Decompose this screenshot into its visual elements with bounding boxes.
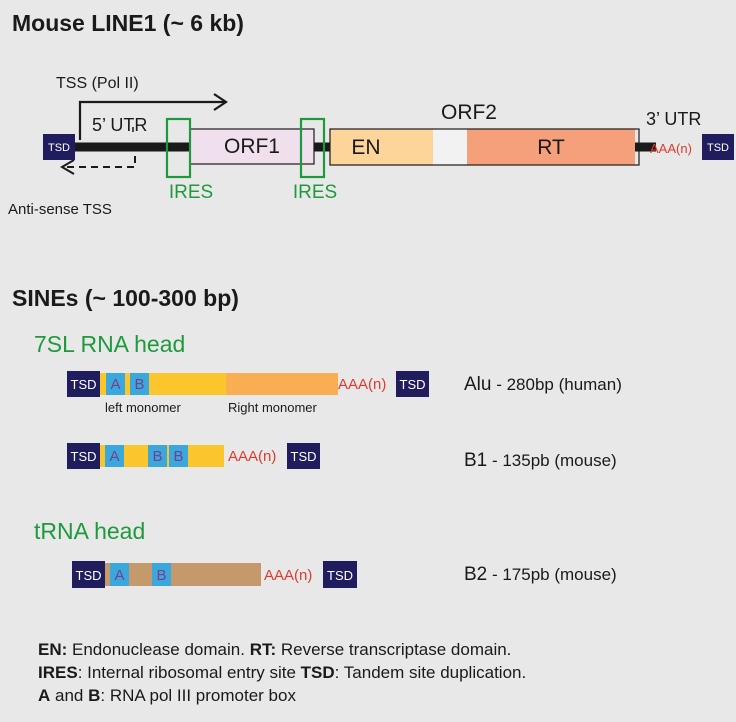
- legend-tsd-def: : Tandem site duplication.: [334, 663, 527, 682]
- en-label: EN: [351, 136, 380, 159]
- b2-detail: - 175pb (mouse): [487, 565, 616, 584]
- b2-tsd-left-text: TSD: [76, 568, 102, 583]
- b2-box-b-text: B: [156, 567, 166, 584]
- b1-tsd-left-text: TSD: [71, 449, 97, 464]
- alu-tsd-left: [67, 371, 100, 397]
- legend-ab-def: : RNA pol III promoter box: [100, 686, 296, 705]
- b1-box-b2: [169, 445, 188, 467]
- b2-box-a-text: A: [114, 567, 124, 584]
- b1-box-b1: [148, 445, 167, 467]
- line1-polya: AAA(n): [650, 141, 692, 156]
- tss-arrow-head: [213, 93, 228, 111]
- b1-name: B1: [464, 450, 487, 471]
- legend-tsd-term: TSD: [300, 663, 335, 682]
- head-7sl: 7SL RNA head: [34, 331, 185, 357]
- b2-body: [105, 563, 261, 586]
- alu-right-monomer-label: Right monomer: [228, 400, 318, 415]
- orf2-en: [330, 129, 433, 165]
- ires-label-2: IRES: [293, 182, 337, 203]
- antisense-label: Anti-sense TSS: [8, 201, 112, 218]
- legend: EN: Endonuclease domain. RT: Reverse tra…: [38, 638, 526, 707]
- line1-tsd-left-text: TSD: [48, 142, 70, 154]
- utr3-label: 3’ UTR: [646, 109, 701, 129]
- orf2-rt: [467, 129, 635, 165]
- b2-caption: B2 - 175pb (mouse): [464, 564, 617, 585]
- b1-tsd-right: [287, 443, 320, 469]
- head-trna: tRNA head: [34, 518, 145, 544]
- alu-box-a-text: A: [110, 376, 120, 393]
- b2-box-a: [110, 563, 129, 586]
- alu-right-monomer: [226, 373, 338, 395]
- b1-box-b1-text: B: [152, 448, 162, 465]
- alu-caption: Alu - 280bp (human): [464, 374, 622, 395]
- b1-box-a: [105, 445, 124, 467]
- legend-en-term: EN:: [38, 640, 68, 659]
- b1-tsd-left: [67, 443, 100, 469]
- b1-box-a-text: A: [109, 448, 119, 465]
- b2-tsd-right-text: TSD: [327, 568, 353, 583]
- legend-ires-term: IRES: [38, 663, 78, 682]
- alu-box-b: [130, 373, 149, 395]
- sines-title: SINEs (~ 100-300 bp): [12, 285, 239, 311]
- legend-b-term: B: [88, 686, 101, 705]
- alu-polya: AAA(n): [338, 376, 386, 393]
- line1-title: Mouse LINE1 (~ 6 kb): [12, 10, 244, 36]
- rt-label: RT: [537, 136, 565, 159]
- alu-box-b-text: B: [134, 376, 144, 393]
- orf1-label: ORF1: [224, 135, 280, 158]
- orf2-linker: [433, 129, 467, 165]
- legend-ires-def: : Internal ribosomal entry site: [77, 663, 301, 682]
- line1-tsd-right: [702, 134, 734, 160]
- alu-left-monomer-label: left monomer: [105, 400, 182, 415]
- legend-rt-def: Reverse transcriptase domain.: [276, 640, 512, 659]
- b2-tsd-left: [72, 561, 105, 588]
- legend-and: and: [50, 686, 89, 705]
- b1-caption: B1 - 135pb (mouse): [464, 450, 617, 471]
- tss-arrow: [78, 100, 226, 140]
- orf2-label: ORF2: [441, 101, 497, 124]
- legend-line-3: A and B: RNA pol III promoter box: [38, 684, 526, 707]
- b1-box-b2-text: B: [173, 448, 183, 465]
- antisense-arrow: [64, 156, 136, 168]
- b2-name: B2: [464, 564, 487, 585]
- b1-detail: - 135pb (mouse): [487, 451, 616, 470]
- line1-tsd-left: [43, 134, 75, 160]
- b1-tsd-right-text: TSD: [291, 449, 317, 464]
- alu-name: Alu: [464, 374, 491, 395]
- alu-box-a: [106, 373, 125, 395]
- tss-label: TSS (Pol II): [56, 75, 139, 92]
- legend-line-2: IRES: Internal ribosomal entry site TSD:…: [38, 661, 526, 684]
- alu-tsd-left-text: TSD: [71, 377, 97, 392]
- utr5-label: 5’ UTR: [92, 115, 147, 135]
- orf2-outline: [329, 128, 640, 166]
- ires-label-1: IRES: [169, 182, 213, 203]
- line1-tsd-right-text: TSD: [707, 142, 729, 154]
- alu-tsd-right-text: TSD: [400, 377, 426, 392]
- alu-tsd-right: [396, 371, 429, 397]
- b2-tsd-right: [323, 561, 357, 588]
- antisense-arrow-head: [60, 159, 75, 175]
- ires-box-2: [299, 117, 326, 179]
- legend-en-def: Endonuclease domain.: [67, 640, 250, 659]
- b1-polya: AAA(n): [228, 448, 276, 465]
- b2-box-b: [152, 563, 171, 586]
- ires-box-1: [165, 117, 192, 179]
- alu-detail: - 280bp (human): [491, 375, 621, 394]
- b2-polya: AAA(n): [264, 567, 312, 584]
- legend-rt-term: RT:: [249, 640, 277, 659]
- legend-a-term: A: [38, 686, 51, 705]
- legend-line-1: EN: Endonuclease domain. RT: Reverse tra…: [38, 638, 526, 661]
